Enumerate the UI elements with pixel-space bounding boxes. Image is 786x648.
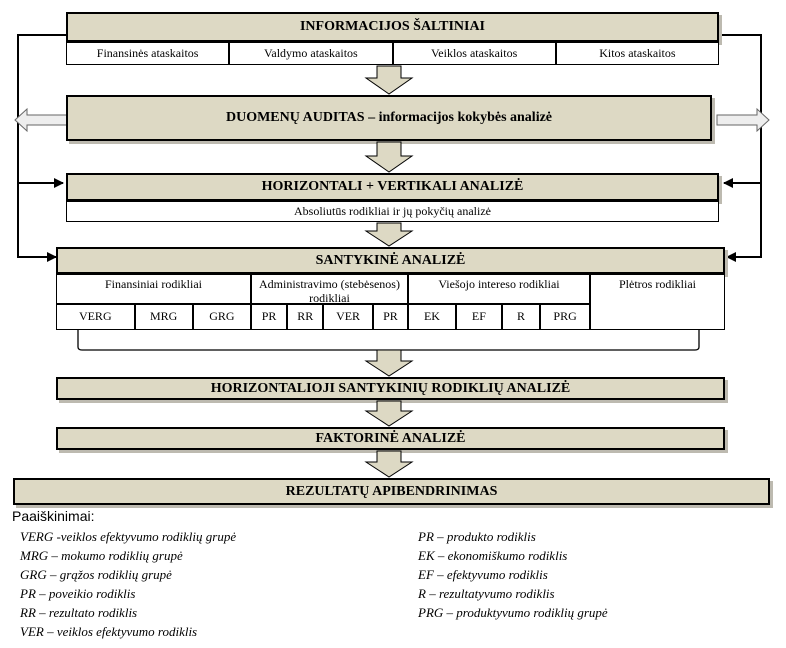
public-interest-indicators-row: EK EF R PRG [408, 304, 590, 330]
indicator-ver: VER [323, 304, 373, 330]
source-financial: Finansinės ataskaitos [66, 42, 230, 65]
sources-row: Finansinės ataskaitos Valdymo ataskaitos… [66, 42, 719, 65]
indicator-pr-impact: PR [251, 304, 288, 330]
right-loop-line [719, 34, 762, 262]
right-hollow-arrow-icon [716, 107, 770, 133]
summary-box: REZULTATŲ APIBENDRINIMAS [13, 478, 770, 505]
indicator-r: R [501, 304, 541, 330]
source-activity: Veiklos ataskaitos [392, 42, 556, 65]
legend-item: VER – veiklos efektyvumo rodiklis [20, 624, 198, 639]
down-arrow-icon [364, 400, 414, 427]
ratio-horizontal-title: HORIZONTALIOJI SANTYKINIŲ RODIKLIŲ ANALI… [210, 380, 571, 396]
indicator-prg: PRG [540, 304, 590, 330]
ratio-analysis-title: SANTYKINĖ ANALIZĖ [315, 252, 466, 268]
legend-left: VERG -veiklos efektyvumo rodiklių grupė … [20, 527, 400, 641]
audit-title: DUOMENŲ AUDITAS – informacijos kokybės a… [225, 110, 553, 125]
ratio-group-development: Plėtros rodikliai [590, 274, 725, 330]
legend-item: MRG – mokumo rodiklių grupė [20, 548, 183, 563]
legend-item: GRG – grąžos rodiklių grupė [20, 567, 172, 582]
legend-item: PR – produkto rodiklis [418, 529, 536, 544]
factor-analysis-box: FAKTORINĖ ANALIZĖ [56, 427, 725, 450]
sources-box: INFORMACIJOS ŠALTINIAI [66, 12, 719, 42]
legend-item: R – rezultatyvumo rodiklis [418, 586, 555, 601]
indicator-ef: EF [455, 304, 502, 330]
financial-indicators-row: VERG MRG GRG [56, 304, 251, 330]
legend-title: Paaiškinimai: [12, 508, 95, 524]
summary-title: REZULTATŲ APIBENDRINIMAS [285, 483, 498, 499]
down-arrow-icon [364, 141, 414, 173]
indicator-ek: EK [408, 304, 456, 330]
legend-item: PR – poveikio rodiklis [20, 586, 136, 601]
legend-item: EK – ekonomiškumo rodiklis [418, 548, 568, 563]
ratio-group-financial: Finansiniai rodikliai [56, 274, 251, 304]
audit-box: DUOMENŲ AUDITAS – informacijos kokybės a… [66, 95, 712, 141]
left-hollow-arrow-icon [14, 107, 68, 133]
ratio-analysis-box: SANTYKINĖ ANALIZĖ [56, 247, 725, 274]
ratio-group-administration: Administravimo (stebėsenos) rodikliai [251, 274, 408, 305]
sources-title: INFORMACIJOS ŠALTINIAI [299, 19, 486, 34]
down-arrow-icon [364, 450, 414, 478]
legend-item: PRG – produktyvumo rodiklių grupė [418, 605, 608, 620]
administration-indicators-row: PR RR VER PR [251, 304, 409, 330]
left-loop-line [17, 34, 66, 262]
legend-item: RR – rezultato rodiklis [20, 605, 138, 620]
ratio-group-public-interest: Viešojo intereso rodikliai [408, 274, 590, 304]
indicator-rr: RR [287, 304, 324, 330]
source-other: Kitos ataskaitos [555, 42, 719, 65]
indicator-grg: GRG [192, 304, 251, 330]
source-management: Valdymo ataskaitos [229, 42, 393, 65]
down-arrow-icon [364, 349, 414, 377]
hv-analysis-box: HORIZONTALI + VERTIKALI ANALIZĖ [66, 173, 719, 201]
indicator-verg: VERG [56, 304, 135, 330]
down-arrow-icon [364, 65, 414, 95]
factor-analysis-title: FAKTORINĖ ANALIZĖ [315, 430, 466, 446]
down-arrow-icon [364, 222, 414, 247]
indicator-mrg: MRG [134, 304, 193, 330]
ratio-brace [77, 330, 700, 351]
indicator-pr-product: PR [372, 304, 409, 330]
hv-analysis-subtitle: Absoliutūs rodikliai ir jų pokyčių anali… [66, 201, 719, 222]
ratio-horizontal-box: HORIZONTALIOJI SANTYKINIŲ RODIKLIŲ ANALI… [56, 377, 725, 400]
legend-item: VERG -veiklos efektyvumo rodiklių grupė [20, 529, 237, 544]
legend-item: EF – efektyvumo rodiklis [418, 567, 548, 582]
hv-analysis-title: HORIZONTALI + VERTIKALI ANALIZĖ [261, 179, 524, 194]
legend-right: PR – produkto rodiklis EK – ekonomiškumo… [418, 527, 778, 622]
